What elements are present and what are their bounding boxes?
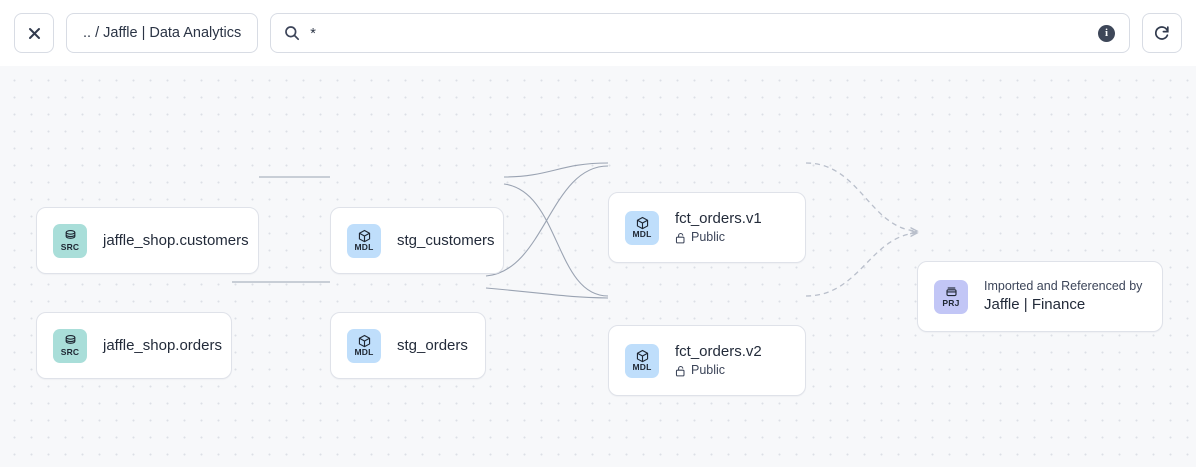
unlock-icon <box>675 365 686 377</box>
badge-prj: PRJ <box>934 279 968 314</box>
badge-mdl: MDL <box>347 223 381 258</box>
search-input[interactable]: * <box>310 26 316 43</box>
node-text: stg_orders <box>397 336 468 354</box>
graph-node-src-orders[interactable]: SRC jaffle_shop.orders <box>36 312 232 379</box>
node-visibility-label: Public <box>691 363 726 378</box>
project-icon <box>944 285 959 299</box>
node-title: fct_orders.v2 <box>675 343 762 361</box>
node-title: stg_orders <box>397 336 468 354</box>
node-text: jaffle_shop.customers <box>103 231 249 249</box>
node-title: jaffle_shop.orders <box>103 336 222 354</box>
badge-mdl: MDL <box>625 210 659 245</box>
cube-icon <box>357 229 372 243</box>
graph-node-stg-customers[interactable]: MDL stg_customers <box>330 207 504 274</box>
refresh-icon <box>1153 24 1171 42</box>
cube-icon <box>635 216 650 230</box>
node-title: fct_orders.v1 <box>675 210 762 228</box>
node-visibility: Public <box>675 363 762 377</box>
info-icon[interactable]: i <box>1098 24 1115 42</box>
node-text: jaffle_shop.orders <box>103 336 222 354</box>
node-title: stg_customers <box>397 231 495 249</box>
breadcrumb-label: .. / Jaffle | Data Analytics <box>83 25 242 41</box>
badge-label: SRC <box>60 347 80 357</box>
node-text: stg_customers <box>397 231 495 249</box>
badge-label: MDL <box>354 242 374 252</box>
badge-label: MDL <box>632 362 652 372</box>
node-title: Jaffle | Finance <box>984 296 1086 314</box>
cube-icon <box>635 349 650 363</box>
graph-node-stg-orders[interactable]: MDL stg_orders <box>330 312 486 379</box>
close-button[interactable] <box>14 13 54 53</box>
node-title: jaffle_shop.customers <box>103 231 249 249</box>
graph-node-fct-orders-v1[interactable]: MDL fct_orders.v1 Public <box>608 192 806 263</box>
node-caption: Imported and Referenced by <box>984 278 1143 293</box>
node-visibility-label: Public <box>691 230 726 245</box>
badge-src: SRC <box>53 223 87 258</box>
close-icon <box>27 26 42 41</box>
graph-node-prj-jaffle-finance[interactable]: PRJ Imported and Referenced by Jaffle | … <box>917 261 1163 332</box>
database-icon <box>63 229 78 243</box>
badge-label: MDL <box>354 347 374 357</box>
badge-label: SRC <box>60 242 80 252</box>
badge-label: PRJ <box>942 298 960 308</box>
node-visibility: Public <box>675 230 762 244</box>
node-text: fct_orders.v2 Public <box>675 343 762 378</box>
node-text: Imported and Referenced by Jaffle | Fina… <box>984 279 1142 314</box>
badge-src: SRC <box>53 328 87 363</box>
search-field[interactable]: * i <box>270 13 1130 53</box>
graph-node-src-customers[interactable]: SRC jaffle_shop.customers <box>36 207 259 274</box>
unlock-icon <box>675 232 686 244</box>
cube-icon <box>357 334 372 348</box>
node-text: fct_orders.v1 Public <box>675 210 762 245</box>
breadcrumb[interactable]: .. / Jaffle | Data Analytics <box>66 13 259 53</box>
database-icon <box>63 334 78 348</box>
toolbar: .. / Jaffle | Data Analytics * i <box>0 0 1196 66</box>
badge-mdl: MDL <box>625 343 659 378</box>
lineage-canvas[interactable]: SRC jaffle_shop.customers SRC jaffle_sho… <box>0 66 1196 467</box>
refresh-button[interactable] <box>1142 13 1182 53</box>
search-icon <box>284 25 300 41</box>
graph-node-fct-orders-v2[interactable]: MDL fct_orders.v2 Public <box>608 325 806 396</box>
badge-label: MDL <box>632 229 652 239</box>
badge-mdl: MDL <box>347 328 381 363</box>
